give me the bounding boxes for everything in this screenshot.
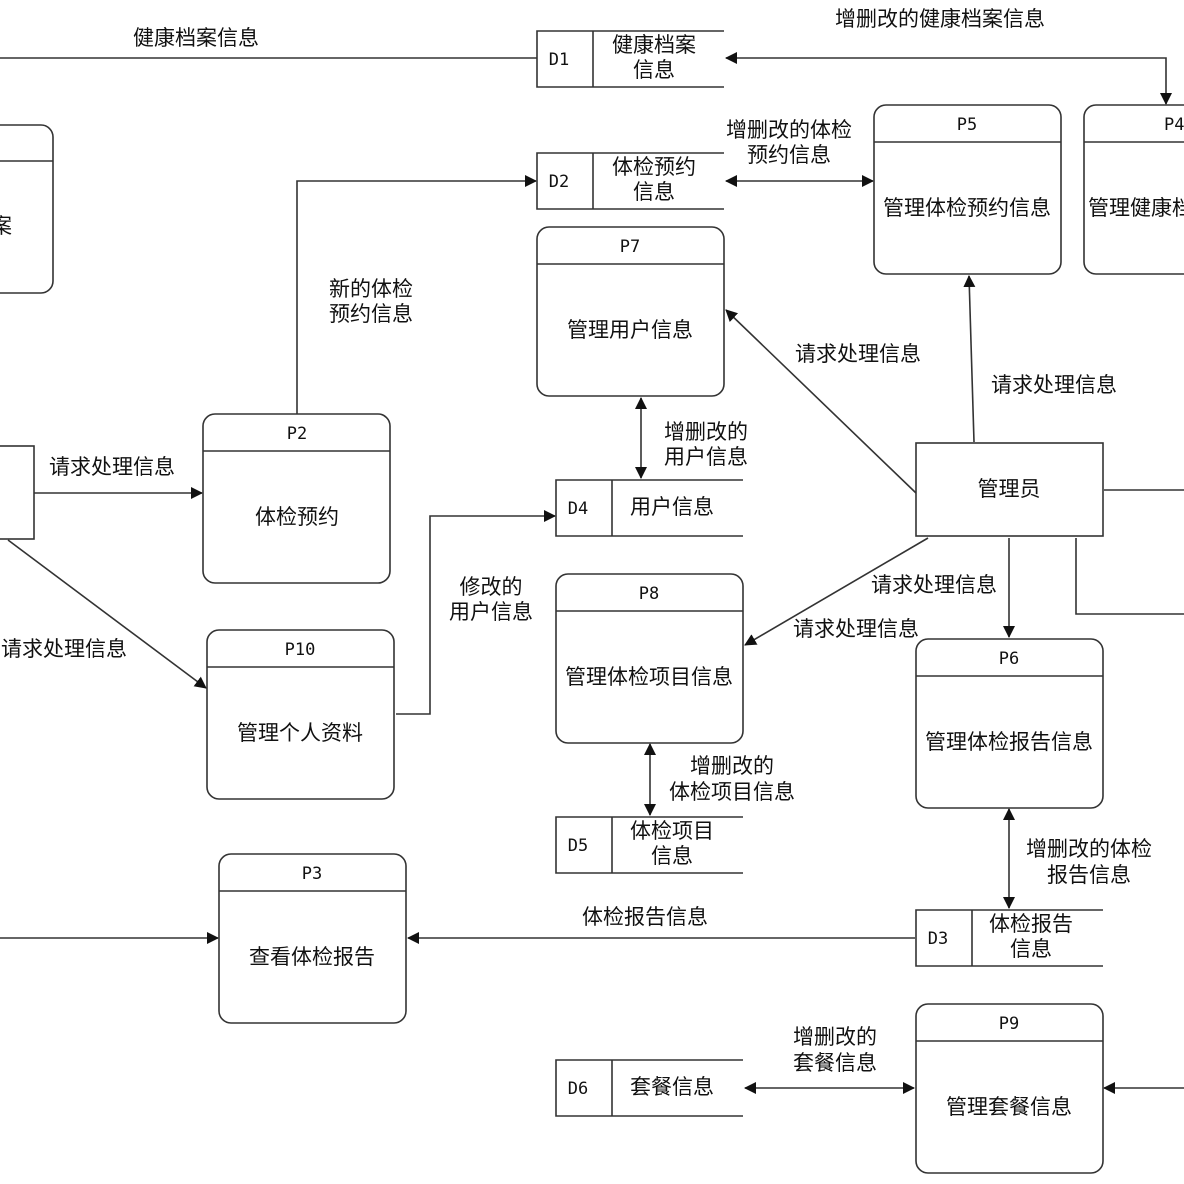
process-p5-id: P5 xyxy=(957,115,977,135)
datastore-d1-line1: 健康档案 xyxy=(612,33,696,57)
process-p5-label: 管理体检预约信息 xyxy=(883,196,1051,220)
process-p3[interactable]: P3 查看体检报告 xyxy=(218,853,407,1024)
datastore-d6-id: D6 xyxy=(568,1079,588,1099)
process-p3-id: P3 xyxy=(302,864,322,884)
datastore-d4[interactable]: D4 用户信息 xyxy=(555,479,743,537)
flow-label-item-crud-2: 体检项目信息 xyxy=(669,780,795,804)
datastore-d5-line2: 信息 xyxy=(651,844,693,868)
datastore-d2[interactable]: D2 体检预约 信息 xyxy=(536,152,724,210)
entity-admin-label: 管理员 xyxy=(978,477,1041,501)
datastore-d5-id: D5 xyxy=(568,836,588,856)
flow-label-req-p8: 请求处理信息 xyxy=(793,617,919,641)
datastore-d6[interactable]: D6 套餐信息 xyxy=(555,1059,743,1117)
process-p1-label: 档案 xyxy=(0,214,12,238)
flow-label-appt-crud-1: 增删改的体检 xyxy=(726,118,852,142)
flow-label-item-crud-1: 增删改的 xyxy=(690,754,774,778)
datastore-d3-line2: 信息 xyxy=(1010,937,1052,961)
process-p10-id: P10 xyxy=(285,640,316,660)
flow-label-report: 体检报告信息 xyxy=(582,905,708,929)
flow-label-modify-user-2: 用户信息 xyxy=(449,600,533,624)
process-p6-label: 管理体检报告信息 xyxy=(925,730,1093,754)
flow-label-req-p10: 请求处理信息 xyxy=(1,637,127,661)
process-p3-label: 查看体检报告 xyxy=(249,945,375,969)
flow-labels: 健康档案信息 增删改的健康档案信息 增删改的体检 预约信息 新的体检 预约信息 … xyxy=(1,7,1152,1075)
flow-label-new-appt-1: 新的体检 xyxy=(329,277,413,301)
flow-req-p5-line xyxy=(963,275,976,443)
datastore-d5[interactable]: D5 体检项目 信息 xyxy=(555,816,743,874)
flow-label-package-crud-2: 套餐信息 xyxy=(793,1051,877,1075)
process-p7-id: P7 xyxy=(620,237,640,257)
flow-label-health-crud: 增删改的健康档案信息 xyxy=(835,7,1045,31)
process-p4[interactable]: P4 管理健康档案信息 xyxy=(1083,104,1184,275)
process-p4-id: P4 xyxy=(1164,115,1184,135)
flow-label-user-crud-1: 增删改的 xyxy=(664,420,748,444)
flow-modify-user-line xyxy=(396,510,556,715)
flow-health-crud-line xyxy=(725,52,1172,105)
flow-req-p10-line xyxy=(7,539,207,689)
flow-new-appt-line xyxy=(296,175,537,414)
datastore-d6-line1: 套餐信息 xyxy=(630,1075,714,1099)
datastore-d5-line1: 体检项目 xyxy=(630,819,714,843)
process-p1[interactable]: 档案 xyxy=(0,124,54,294)
process-p8-id: P8 xyxy=(639,584,659,604)
flow-label-user-crud-2: 用户信息 xyxy=(664,445,748,469)
process-p6[interactable]: P6 管理体检报告信息 xyxy=(915,638,1104,809)
process-p9-label: 管理套餐信息 xyxy=(946,1095,1072,1119)
process-p2-id: P2 xyxy=(287,424,307,444)
datastore-d4-id: D4 xyxy=(568,499,588,519)
flow-label-new-appt-2: 预约信息 xyxy=(329,302,413,326)
flow-req-p8-line xyxy=(744,537,929,646)
flow-label-modify-user-1: 修改的 xyxy=(460,575,523,599)
flow-label-req-p7: 请求处理信息 xyxy=(795,342,921,366)
flow-label-package-crud-1: 增删改的 xyxy=(793,1025,877,1049)
datastore-d2-line2: 信息 xyxy=(633,180,675,204)
flow-label-report-crud-2: 报告信息 xyxy=(1047,863,1131,887)
flow-label-req-p6: 请求处理信息 xyxy=(871,573,997,597)
datastore-d3[interactable]: D3 体检报告 信息 xyxy=(915,909,1103,967)
process-p8[interactable]: P8 管理体检项目信息 xyxy=(555,573,744,744)
datastore-d3-line1: 体检报告 xyxy=(989,912,1073,936)
flow-label-appt-crud-2: 预约信息 xyxy=(747,143,831,167)
entity-left[interactable] xyxy=(0,445,35,540)
process-p9-id: P9 xyxy=(999,1014,1019,1034)
flow-req-p7-line xyxy=(725,309,917,494)
process-p10[interactable]: P10 管理个人资料 xyxy=(206,629,395,800)
process-p2-label: 体检预约 xyxy=(255,505,339,529)
datastore-d2-line1: 体检预约 xyxy=(612,155,696,179)
flow-label-req-p5: 请求处理信息 xyxy=(991,373,1117,397)
process-p10-label: 管理个人资料 xyxy=(237,721,363,745)
datastore-d1-line2: 信息 xyxy=(633,58,675,82)
process-p7[interactable]: P7 管理用户信息 xyxy=(536,226,725,397)
flow-label-report-crud-1: 增删改的体检 xyxy=(1026,837,1152,861)
datastore-d2-id: D2 xyxy=(549,172,569,192)
datastore-d1[interactable]: D1 健康档案 信息 xyxy=(536,30,724,88)
datastore-d1-id: D1 xyxy=(549,50,569,70)
flow-label-health-left: 健康档案信息 xyxy=(133,26,259,50)
entity-admin[interactable]: 管理员 xyxy=(915,442,1104,537)
process-p9[interactable]: P9 管理套餐信息 xyxy=(915,1003,1104,1174)
flow-label-req-p2: 请求处理信息 xyxy=(49,455,175,479)
datastore-d3-id: D3 xyxy=(928,929,948,949)
process-p7-label: 管理用户信息 xyxy=(567,318,693,342)
datastore-d4-line1: 用户信息 xyxy=(630,495,714,519)
process-p6-id: P6 xyxy=(999,649,1019,669)
flow-admin-right-lower-line xyxy=(1075,538,1184,615)
flow-lines xyxy=(0,52,1184,1094)
process-p4-label: 管理健康档案信息 xyxy=(1088,196,1184,220)
process-p5[interactable]: P5 管理体检预约信息 xyxy=(873,104,1062,275)
process-p8-label: 管理体检项目信息 xyxy=(565,665,733,689)
process-p2[interactable]: P2 体检预约 xyxy=(202,413,391,584)
